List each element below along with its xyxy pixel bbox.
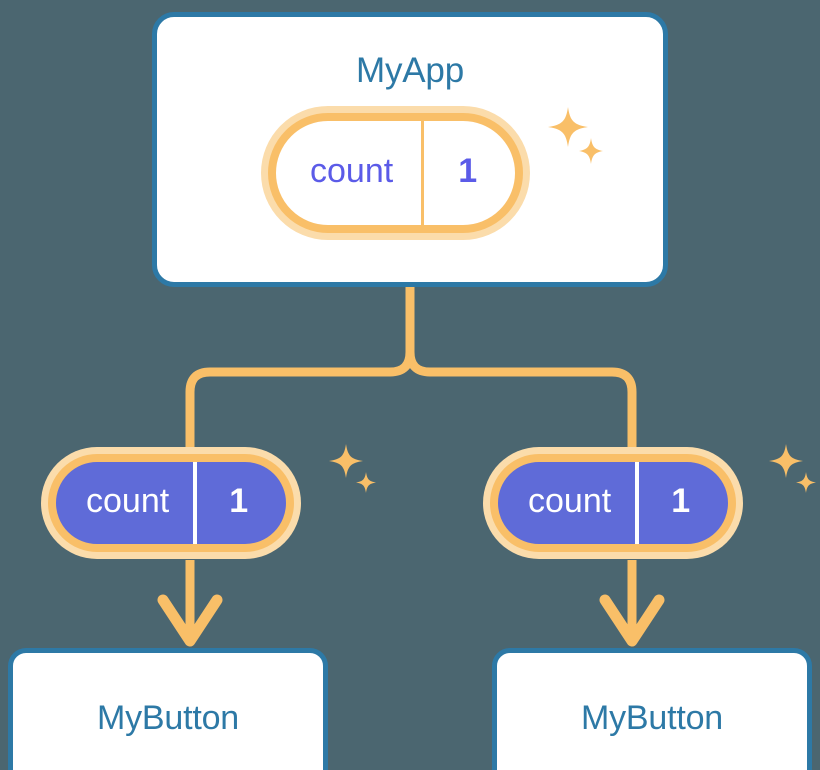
signal-badge-button-left[interactable]: count 1 <box>48 454 295 552</box>
connector-arrow-right-head <box>599 594 665 647</box>
sparkle-icon <box>329 444 376 493</box>
connector-arrow-left-head <box>157 594 223 647</box>
signal-value: 1 <box>193 462 286 544</box>
signal-badge-button-right[interactable]: count 1 <box>490 454 737 552</box>
signal-pill[interactable]: count 1 <box>48 454 295 552</box>
sparkle-icon <box>769 444 816 493</box>
signal-value: 1 <box>635 462 728 544</box>
signal-pill[interactable]: count 1 <box>268 113 524 233</box>
card-title: MyButton <box>96 698 240 737</box>
signal-label: count <box>528 482 612 520</box>
signal-pill[interactable]: count 1 <box>490 454 737 552</box>
page-title: MyApp <box>356 51 464 90</box>
connector-fork-path-right <box>405 287 637 470</box>
card-title: MyButton <box>580 698 724 737</box>
component-card-mybutton-left[interactable]: MyButton <box>8 648 328 770</box>
signal-value: 1 <box>421 121 515 225</box>
signal-label: count <box>86 482 170 520</box>
signal-label: count <box>310 152 394 190</box>
connector-fork-path <box>185 287 415 470</box>
component-card-mybutton-right[interactable]: MyButton <box>492 648 812 770</box>
signal-badge-myapp[interactable]: count 1 <box>268 113 524 233</box>
